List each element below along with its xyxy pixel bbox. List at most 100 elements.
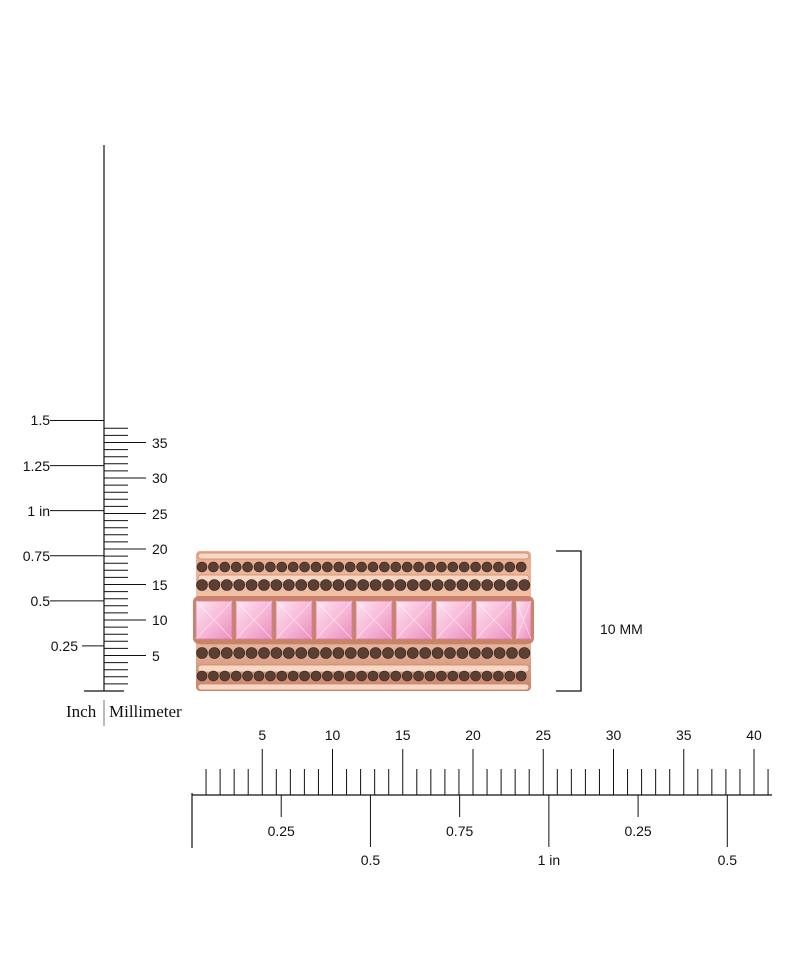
accent-stone — [322, 561, 333, 573]
accent-stone — [287, 670, 299, 682]
accent-stone — [468, 647, 481, 659]
accent-stone — [310, 670, 322, 682]
accent-stone — [295, 579, 308, 591]
accent-stone — [493, 670, 504, 682]
accent-stone — [230, 670, 242, 682]
accent-stone — [424, 670, 436, 682]
accent-stone — [219, 561, 231, 573]
accent-stone — [401, 561, 413, 573]
accent-stone — [504, 561, 516, 573]
accent-stone — [506, 647, 518, 659]
accent-stone — [518, 579, 531, 591]
accent-stone — [299, 670, 310, 682]
accent-stone — [242, 561, 253, 573]
h-inch-label: 0.5 — [360, 852, 381, 868]
accent-stone — [221, 647, 233, 659]
accent-stone — [295, 647, 308, 659]
millimeter-caption: Millimeter — [109, 702, 182, 721]
accent-stone — [369, 579, 382, 591]
accent-stone — [333, 670, 345, 682]
accent-stone — [518, 647, 531, 659]
accent-stone — [406, 579, 419, 591]
accent-stone — [245, 579, 258, 591]
v-mm-label: 30 — [152, 470, 168, 486]
accent-stone — [493, 561, 504, 573]
h-mm-label: 25 — [535, 727, 552, 743]
h-mm-label: 40 — [746, 727, 762, 743]
accent-stone — [470, 670, 481, 682]
accent-stone — [470, 561, 481, 573]
accent-stone — [493, 647, 506, 659]
accent-stone — [332, 647, 345, 659]
accent-stone — [258, 647, 270, 659]
v-mm-label: 25 — [152, 505, 168, 522]
accent-stone — [468, 579, 481, 591]
accent-stone — [276, 670, 288, 682]
dimension-label: 10 MM — [600, 621, 643, 637]
h-mm-label: 20 — [465, 727, 481, 743]
gem-facet — [395, 600, 433, 640]
accent-stone — [481, 579, 494, 591]
gem-facet — [275, 600, 313, 640]
accent-stone — [447, 670, 459, 682]
accent-stone — [444, 647, 456, 659]
v-inch-label: 1 in — [27, 502, 50, 519]
gem-facet — [435, 600, 473, 640]
accent-stone — [344, 561, 356, 573]
gem-facet — [235, 600, 273, 640]
accent-stone — [320, 579, 332, 591]
accent-stone — [436, 561, 447, 573]
h-mm-label: 30 — [605, 727, 622, 743]
accent-stone — [379, 670, 390, 682]
accent-stone — [506, 579, 518, 591]
gem-facet — [475, 600, 513, 640]
accent-stone — [356, 670, 367, 682]
accent-stone — [481, 670, 493, 682]
accent-stone — [419, 579, 432, 591]
accent-stone — [265, 561, 276, 573]
accent-stone — [447, 561, 459, 573]
band-ridge — [197, 683, 530, 691]
accent-stone — [382, 647, 394, 659]
horizontal-ruler — [191, 749, 772, 848]
inch-caption: Inch — [66, 702, 97, 721]
accent-stone — [310, 561, 322, 573]
accent-stone — [344, 670, 356, 682]
h-inch-label: 0.25 — [267, 823, 295, 839]
accent-stone — [233, 579, 245, 591]
accent-stone — [424, 561, 436, 573]
accent-stone — [332, 579, 345, 591]
accent-stone — [493, 579, 506, 591]
accent-stone — [258, 579, 270, 591]
accent-stone — [481, 561, 493, 573]
accent-stone — [456, 579, 469, 591]
accent-stone — [344, 579, 357, 591]
accent-stone — [230, 561, 242, 573]
accent-stone — [390, 670, 402, 682]
band-ridge — [197, 552, 530, 560]
accent-stone — [357, 579, 370, 591]
accent-stone — [356, 561, 367, 573]
h-inch-label: 1 in — [537, 852, 561, 868]
accent-stone — [394, 579, 407, 591]
accent-stone — [390, 561, 402, 573]
accent-stone — [299, 561, 310, 573]
accent-stone — [307, 647, 320, 659]
gem-facet — [355, 600, 393, 640]
accent-stone — [282, 579, 295, 591]
accent-stone — [369, 647, 382, 659]
gem-facet — [515, 600, 532, 640]
v-inch-label: 1.5 — [30, 412, 50, 429]
v-inch-label: 0.5 — [30, 592, 50, 609]
accent-stone — [382, 579, 394, 591]
accent-stone — [333, 561, 345, 573]
accent-stone — [322, 670, 333, 682]
accent-stone — [344, 647, 357, 659]
accent-stone — [444, 579, 456, 591]
v-inch-label: 0.25 — [50, 637, 78, 654]
gem-facet — [195, 600, 233, 640]
accent-stone — [413, 670, 424, 682]
accent-stone — [357, 647, 370, 659]
accent-stone — [379, 561, 390, 573]
accent-stone — [208, 670, 219, 682]
